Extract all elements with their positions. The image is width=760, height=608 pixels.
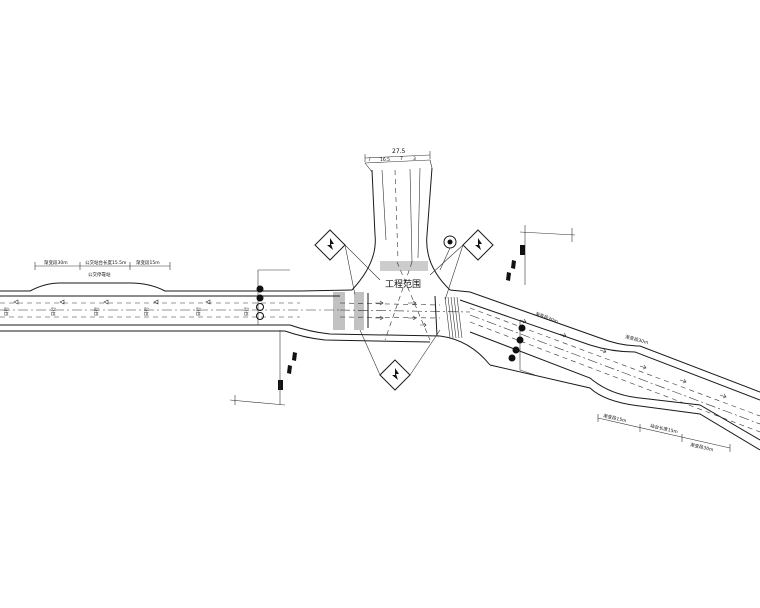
- east-road: [449, 289, 760, 451]
- left-dim-2: 公交站台长度15.5m: [85, 259, 126, 266]
- pedestrian-sign-ne: [429, 229, 494, 301]
- crosswalk-east: [444, 296, 463, 339]
- pedestrian-sign-nw: [314, 229, 381, 296]
- project-scope-title: 工程范围: [385, 278, 421, 290]
- top-dim-part: 7: [368, 157, 371, 163]
- right-dim-lower-3: 渐变段30m: [690, 441, 715, 453]
- left-main-road: [0, 282, 340, 332]
- lane-mark: 日行: [143, 307, 150, 316]
- left-dim-3: 渐变段15m: [136, 259, 160, 266]
- bus-stop-note: 公交停靠站: [88, 271, 111, 278]
- direction-sign-ne: [506, 225, 576, 285]
- traffic-light-icon: [512, 346, 520, 354]
- direction-arrow-icon: [506, 245, 525, 281]
- lane-mark: 日行: [3, 307, 10, 316]
- right-dim-lower-1: 渐变段15m: [603, 412, 628, 424]
- traffic-light-icon: [256, 312, 264, 320]
- top-dim-total: 27.5: [392, 148, 406, 155]
- traffic-light-icon: [256, 285, 264, 293]
- lane-mark: 日行: [195, 307, 202, 316]
- right-dim-upper-1: 渐变段30m: [534, 310, 559, 325]
- intersection: 工程范围: [284, 261, 491, 366]
- direction-sign-se: [229, 330, 297, 406]
- traffic-light-icon: [518, 324, 526, 332]
- top-dim-part: 3: [413, 156, 416, 162]
- top-dim-part: 16.5: [380, 157, 390, 163]
- left-lane-marks: 日行 日行 日行 日行 日行 日行: [3, 299, 250, 316]
- traffic-light-sign-n: [439, 235, 457, 271]
- top-dim-part: 7: [400, 156, 403, 162]
- traffic-light-icon: [508, 354, 516, 362]
- crosswalk-north: [380, 261, 428, 271]
- right-dim-upper-2: 渐变段30m: [624, 333, 649, 346]
- lane-mark: 日行: [50, 307, 57, 316]
- left-dimension-line: 渐变段30m 公交站台长度15.5m 渐变段15m 公交停靠站: [34, 259, 171, 278]
- lane-mark: 日行: [243, 307, 250, 316]
- top-dimension: 27.5 7 16.5 7 3: [364, 148, 433, 173]
- traffic-light-icon: [256, 303, 264, 311]
- traffic-signal-west: [256, 269, 290, 325]
- left-dim-1: 渐变段30m: [44, 259, 68, 266]
- traffic-signal-east: [508, 320, 536, 376]
- lane-mark: 日行: [93, 307, 100, 316]
- traffic-light-icon: [256, 294, 264, 302]
- crosswalk-west: [333, 292, 364, 330]
- direction-arrow-icon: [278, 352, 297, 390]
- north-road: [351, 167, 451, 341]
- traffic-light-icon: [516, 336, 524, 344]
- pedestrian-sign-s: [359, 329, 441, 391]
